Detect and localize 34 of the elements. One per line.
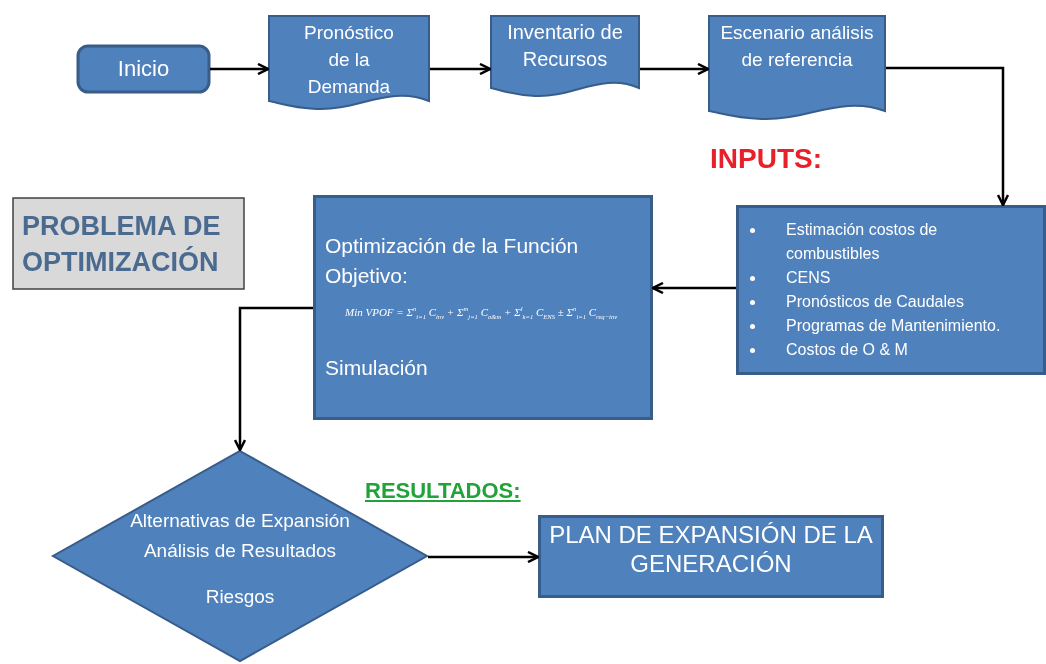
process-text: Simulación [325, 355, 428, 380]
section-heading: RESULTADOS: [365, 478, 521, 504]
node-text: Inventario de Recursos [506, 20, 624, 72]
process-box [313, 195, 653, 420]
bullet-item: Programas de Mantenimiento. [786, 317, 1001, 334]
heading-text: Optimización de la Función Objetivo: [325, 233, 580, 289]
arrow [640, 62, 710, 76]
bullet-item: Estimación costos de combustibles [786, 221, 938, 262]
node-text: Inicio [117, 55, 170, 83]
document-shape [268, 15, 430, 113]
process-box [538, 515, 884, 598]
node-text: Pronóstico de la Demanda [304, 21, 394, 99]
node-text: Escenario análisis de referencia [720, 21, 874, 72]
title-box [12, 197, 245, 290]
start-terminal [77, 45, 210, 93]
document-shape [490, 15, 640, 100]
title-text: PROBLEMA DE OPTIMIZACIÓN [22, 209, 222, 279]
decision-text: Alternativas de Expansión [130, 510, 350, 532]
document-shape [708, 15, 886, 123]
decision-text: Riesgos [205, 586, 275, 608]
bullet-item: Costos de O & M [786, 341, 908, 358]
arrow [886, 66, 1010, 207]
input-list-box [736, 205, 1046, 375]
node-text: PLAN DE EXPANSIÓN DE LA GENERACIÓN [548, 521, 874, 579]
arrow [651, 281, 736, 295]
section-heading: INPUTS: [710, 143, 822, 175]
decision-text: Análisis de Resultados [143, 540, 337, 562]
bullet-item: Pronósticos de Caudales [786, 293, 964, 310]
bullet-item: CENS [786, 269, 831, 286]
arrow [233, 306, 313, 452]
arrow [430, 62, 492, 76]
arrow [428, 550, 540, 564]
objective-formula: Min VPOF = Σ$^{n}$$_{i=1}$ C$_{inv}$ + Σ$^{m}$$_{j=1}$ C$_{o&m}$ + Σ$^{l}$$_{k=1}$ C$_{ENS}$ ± Σ$^{n}$$_{i=1}$ C$_{req−inv}$ [345, 305, 618, 320]
arrow [210, 62, 270, 76]
